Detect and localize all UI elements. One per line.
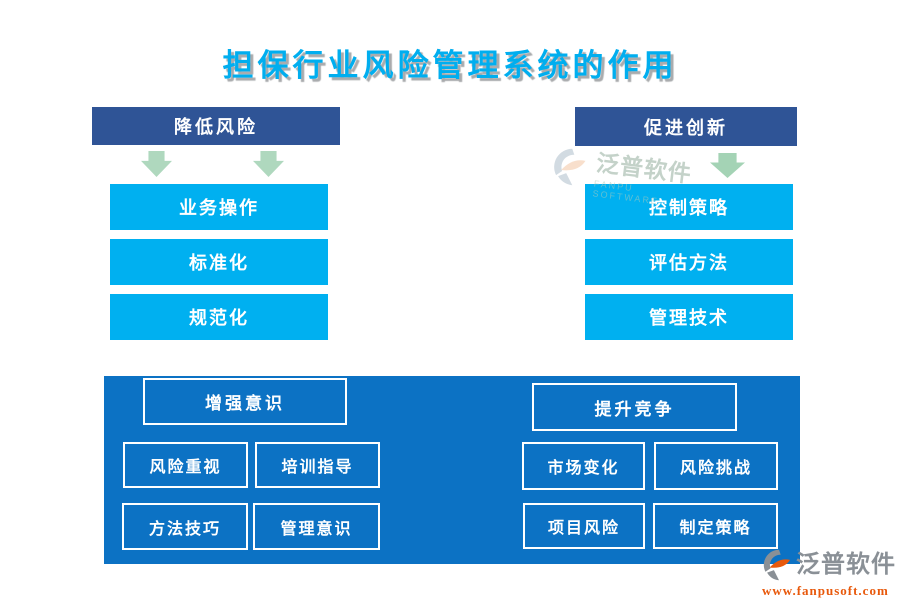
down-arrow-icon — [141, 151, 172, 177]
right-item-3: 管理技术 — [585, 294, 793, 340]
bottom-right-item-1: 市场变化 — [522, 442, 645, 490]
bottom-left-item-3: 方法技巧 — [122, 503, 248, 550]
left-item-1: 业务操作 — [110, 184, 328, 230]
right-item-2: 评估方法 — [585, 239, 793, 285]
fanpu-logo-icon — [554, 148, 586, 186]
left-item-3: 规范化 — [110, 294, 328, 340]
left-group-header: 降低风险 — [92, 107, 340, 145]
bottom-right-header: 提升竞争 — [532, 383, 737, 431]
right-item-1: 控制策略 — [585, 184, 793, 230]
page-title: 担保行业风险管理系统的作用 — [222, 48, 678, 83]
bottom-left-item-2: 培训指导 — [255, 442, 380, 488]
left-item-2: 标准化 — [110, 239, 328, 285]
watermark-name: 泛普软件 — [796, 552, 896, 578]
bottom-right-item-4: 制定策略 — [653, 503, 778, 549]
down-arrow-icon — [710, 153, 745, 178]
bottom-left-item-4: 管理意识 — [253, 503, 380, 550]
bottom-panel: 增强意识 风险重视 培训指导 方法技巧 管理意识 提升竞争 市场变化 风险挑战 … — [104, 376, 800, 564]
down-arrow-icon — [253, 151, 284, 177]
bottom-left-item-1: 风险重视 — [123, 442, 248, 488]
watermark-url: www.fanpusoft.com — [762, 583, 889, 598]
bottom-left-header: 增强意识 — [143, 378, 347, 425]
right-group-header: 促进创新 — [575, 107, 797, 146]
bottom-right-item-2: 风险挑战 — [654, 442, 778, 490]
bottom-right-item-3: 项目风险 — [523, 503, 645, 549]
